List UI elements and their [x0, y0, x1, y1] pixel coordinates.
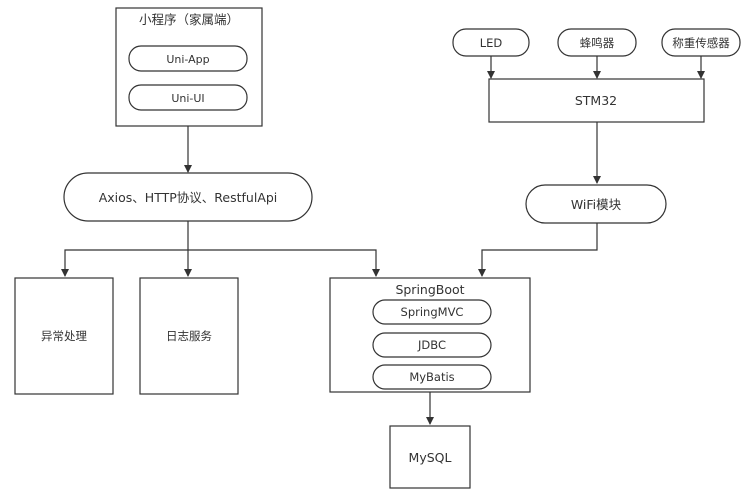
- api-layer-label: Axios、HTTP协议、RestfulApi: [99, 190, 278, 205]
- jdbc-node[interactable]: [372, 332, 492, 358]
- api-layer-group: Axios、HTTP协议、RestfulApi: [63, 172, 313, 222]
- arrow-wifi-to-springboot: [478, 223, 598, 277]
- stm32-label: STM32: [575, 93, 617, 108]
- uni-app-node[interactable]: [128, 45, 248, 72]
- led-label: LED: [480, 36, 503, 50]
- api-layer-node[interactable]: [63, 172, 313, 222]
- mysql-label: MySQL: [409, 450, 452, 465]
- led-node[interactable]: [452, 28, 530, 57]
- weight-sensor-node[interactable]: [661, 28, 741, 57]
- connectors: [61, 56, 705, 425]
- mysql-node[interactable]: [389, 425, 471, 489]
- stm32-group: STM32: [488, 78, 705, 123]
- log-service-label: 日志服务: [166, 329, 212, 343]
- uni-app-label: Uni-App: [166, 53, 209, 66]
- springmvc-node[interactable]: [372, 299, 492, 325]
- wifi-module-label: WiFi模块: [571, 197, 622, 212]
- arrow-api-to-springboot: [188, 249, 380, 277]
- exception-handling-label: 异常处理: [41, 329, 87, 343]
- jdbc-label: JDBC: [417, 338, 446, 352]
- weight-sensor-label: 称重传感器: [672, 36, 730, 50]
- springmvc-label: SpringMVC: [401, 305, 464, 319]
- mini-program-title: 小程序（家属端）: [139, 12, 239, 27]
- exception-handling-group: 异常处理: [14, 277, 114, 395]
- wifi-module-group: WiFi模块: [525, 184, 667, 224]
- mybatis-node[interactable]: [372, 364, 492, 390]
- wifi-module-node[interactable]: [525, 184, 667, 224]
- springboot-group: SpringBoot SpringMVC JDBC MyBatis: [329, 277, 531, 393]
- buzzer-label: 蜂鸣器: [580, 36, 615, 50]
- mini-program-group: 小程序（家属端） Uni-App Uni-UI: [115, 7, 263, 127]
- mybatis-label: MyBatis: [409, 370, 454, 384]
- mysql-group: MySQL: [389, 425, 471, 489]
- arrow-api-to-exception: [61, 249, 188, 277]
- log-service-group: 日志服务: [139, 277, 239, 395]
- uni-ui-label: Uni-UI: [171, 92, 204, 105]
- buzzer-node[interactable]: [557, 28, 637, 57]
- uni-ui-node[interactable]: [128, 84, 248, 111]
- exception-handling-node[interactable]: [14, 277, 114, 395]
- springboot-title: SpringBoot: [395, 282, 464, 297]
- log-service-node[interactable]: [139, 277, 239, 395]
- devices-group: LED 蜂鸣器 称重传感器: [452, 28, 741, 57]
- stm32-node[interactable]: [488, 78, 705, 123]
